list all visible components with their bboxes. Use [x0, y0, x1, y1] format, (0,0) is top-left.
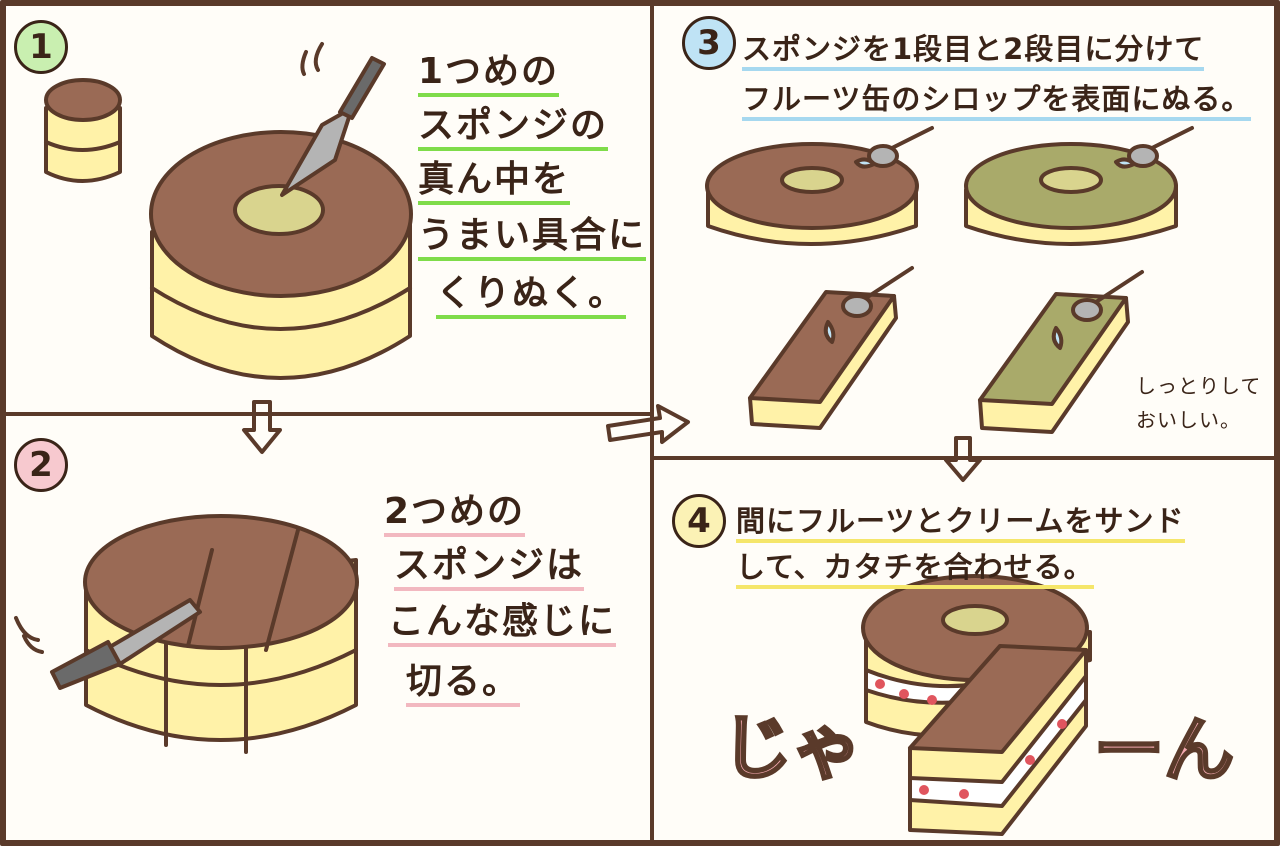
sound-effect-left: じゃ [721, 706, 864, 791]
panel1-line-1-text: 1つめの [418, 51, 560, 97]
panel3-line-2: フルーツ缶のシロップを表面にぬる。 [742, 76, 1252, 121]
panel4-line-2: して、カタチを合わせる。 [736, 544, 1094, 589]
panel4-line-1-text: 間にフルーツとクリームをサンド [736, 504, 1185, 543]
panel3-note-line-1: しっとりして [1136, 374, 1262, 398]
panel1-line-3: 真ん中を [418, 150, 571, 205]
panel1-line-4-text: うまい具合に [418, 215, 647, 261]
panel3-note-line-2: おいしい。 [1136, 408, 1241, 432]
spoon-icon [1114, 126, 1194, 169]
step-badge-2: 2 [14, 438, 68, 492]
spoon-icon [1051, 270, 1144, 350]
step-badge-4: 4 [672, 494, 726, 548]
panel1-line-5-text: くりぬく。 [436, 273, 627, 319]
horizontal-divider-right [650, 456, 1280, 460]
panel2-line-4: 切る。 [406, 652, 521, 707]
step-badge-1: 1 [14, 20, 68, 74]
panel1-line-3-text: 真ん中を [418, 159, 571, 205]
arrow-right-icon [606, 404, 690, 444]
bar-sponge-chocolate [748, 290, 898, 430]
cut-cake-illustration [83, 514, 359, 754]
panel1-line-5: くりぬく。 [436, 264, 627, 319]
sound-effect-right: ーん [1093, 708, 1236, 793]
knife-illustration-2 [14, 598, 202, 690]
panel4-line-2-text: して、カタチを合わせる。 [736, 550, 1094, 589]
horizontal-divider-left [0, 412, 652, 416]
spoon-icon [823, 266, 914, 344]
panel1-line-1: 1つめの [418, 42, 560, 97]
panel3-line-2-text: フルーツ缶のシロップを表面にぬる。 [742, 82, 1252, 121]
step-badge-3: 3 [682, 16, 736, 70]
ring-sponge-chocolate [705, 142, 919, 246]
panel2-line-2: スポンジは [394, 536, 585, 591]
panel1-line-2: スポンジの [418, 96, 609, 151]
panel1-line-4: うまい具合に [418, 206, 647, 261]
panel2-line-1: 2つめの [384, 482, 526, 537]
panel3-line-1-text: スポンジを1段目と2段目に分けて [742, 32, 1205, 71]
panel2-line-4-text: 切る。 [406, 661, 521, 707]
panel3-line-1: スポンジを1段目と2段目に分けて [742, 26, 1205, 71]
spoon-icon [854, 126, 934, 169]
nine-shaped-cake-illustration [861, 574, 1092, 836]
panel1-line-2-text: スポンジの [418, 105, 609, 151]
panel4-line-1: 間にフルーツとクリームをサンド [736, 498, 1185, 543]
panel2-line-1-text: 2つめの [384, 491, 526, 537]
large-cake-illustration [149, 130, 413, 380]
small-cake-illustration [44, 78, 122, 183]
arrow-down-icon [242, 400, 282, 454]
panel2-line-3-text: こんな感じに [388, 601, 617, 647]
vertical-divider [650, 0, 654, 846]
knife-illustration-1 [280, 42, 386, 197]
panel2-line-2-text: スポンジは [394, 545, 585, 591]
panel2-line-3: こんな感じに [388, 592, 617, 647]
